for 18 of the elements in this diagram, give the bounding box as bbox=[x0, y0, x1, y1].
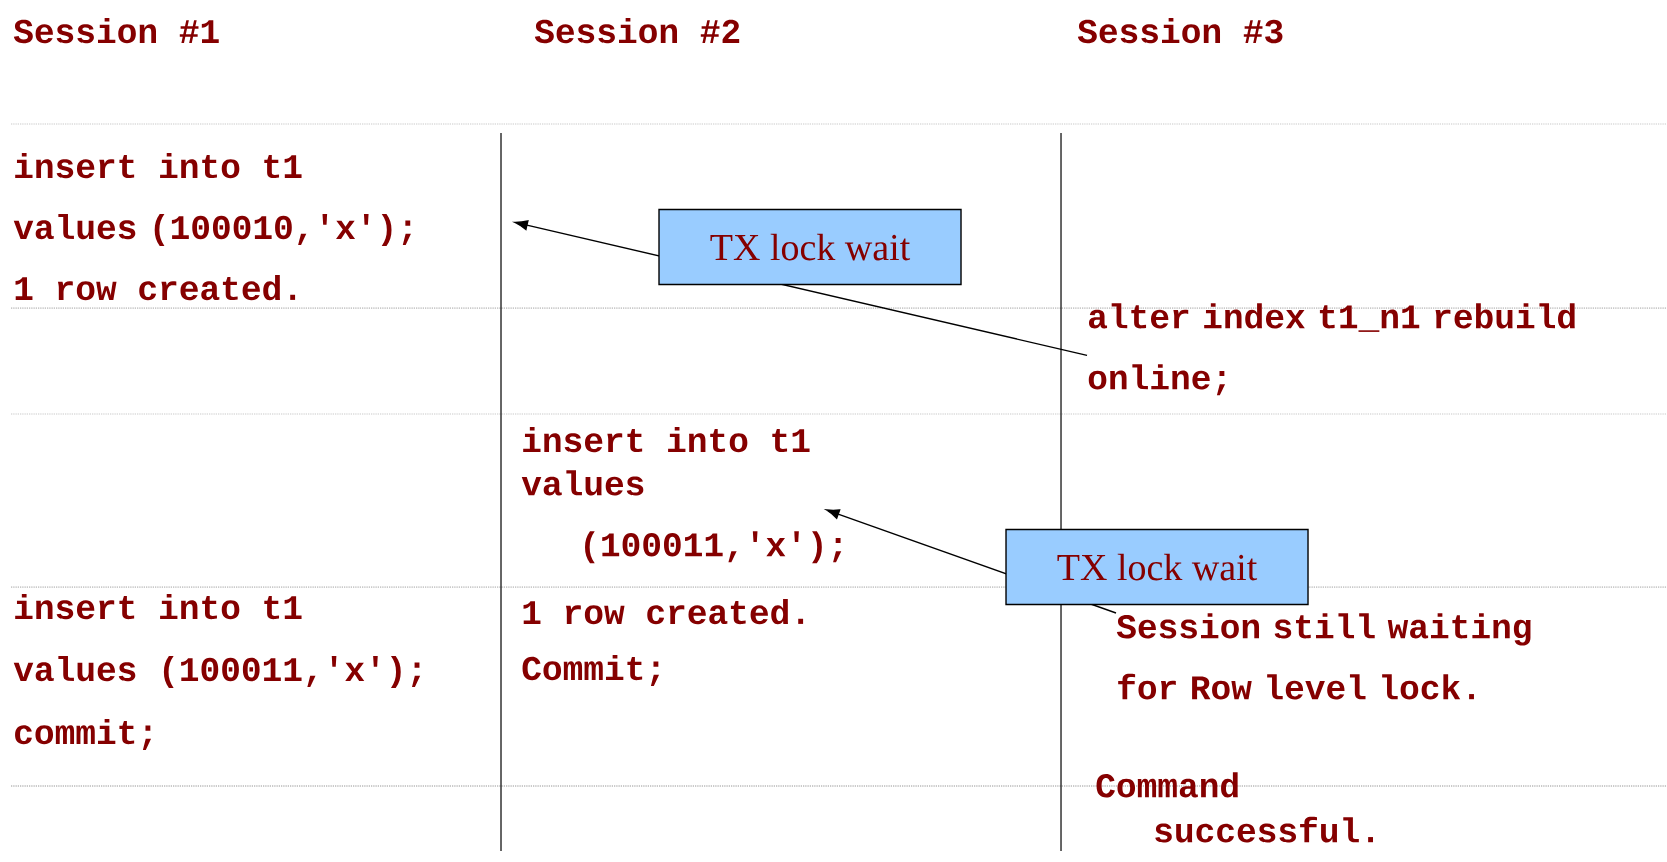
code-text: 1 row created. bbox=[15, 274, 296, 301]
callout-box: TX lock wait bbox=[658, 208, 962, 286]
code-text: insert into t1 bbox=[523, 426, 810, 453]
code-text: 1 row created. bbox=[523, 598, 804, 625]
code-text: values (100011,'x'); bbox=[521, 470, 842, 564]
code-text: commit; bbox=[15, 718, 152, 751]
code-text: Command successful. bbox=[1096, 772, 1373, 843]
session-heading: Session #3 bbox=[1077, 17, 1283, 44]
code-text: Session still waiting for Row level lock. bbox=[1116, 613, 1531, 700]
code-text: Commit; bbox=[522, 654, 660, 686]
session-heading: Session #1 bbox=[13, 17, 219, 44]
code-text: insert into t1 bbox=[15, 593, 302, 620]
callout-box: TX lock wait bbox=[1005, 528, 1309, 606]
code-text: insert into t1 bbox=[15, 152, 302, 179]
code-text: values (100011,'x'); bbox=[13, 655, 421, 689]
session-heading: Session #2 bbox=[534, 17, 740, 44]
code-text: alter index t1_n1 rebuild online; bbox=[1088, 303, 1575, 396]
code-text: values (100010,'x'); bbox=[13, 213, 411, 247]
